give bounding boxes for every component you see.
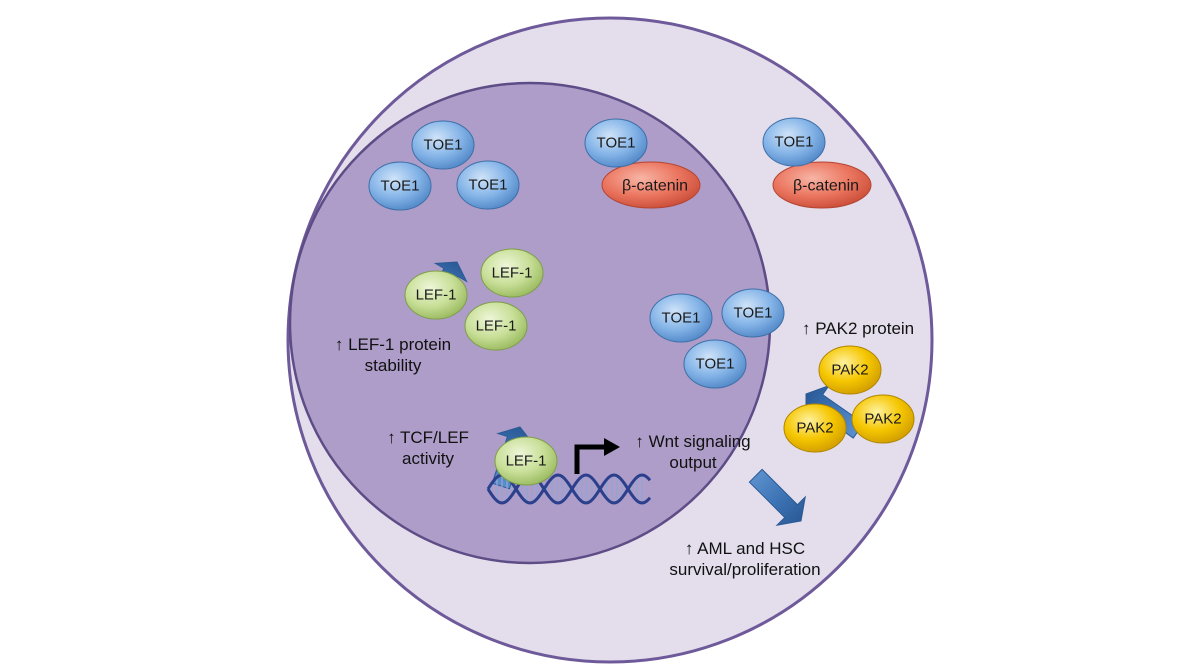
lef1-stability-label: ↑ LEF-1 protein stability (334, 335, 452, 375)
svg-text:LEF-1: LEF-1 (416, 287, 457, 304)
transcription-arrowhead (604, 438, 620, 456)
svg-text:PAK2: PAK2 (864, 411, 901, 428)
lef1-molecule: LEF-1 (480, 248, 544, 298)
beta-catenin-molecule: β-catenin (772, 161, 872, 209)
pak2-molecule: PAK2 (818, 345, 882, 395)
svg-text:PAK2: PAK2 (831, 362, 868, 379)
wnt-output-label: ↑ Wnt signaling output (635, 432, 751, 472)
toe1-molecule: TOE1 (649, 293, 713, 343)
transcription-start-arrow (574, 444, 606, 474)
svg-text:β-catenin: β-catenin (793, 178, 859, 195)
svg-text:LEF-1: LEF-1 (476, 318, 517, 335)
svg-text:TOE1: TOE1 (775, 134, 814, 151)
toe1-molecule: TOE1 (721, 288, 785, 338)
pak2-protein-label: ↑ PAK2 protein (802, 319, 915, 338)
toe1-molecule: TOE1 (762, 117, 826, 167)
toe1-molecule: TOE1 (368, 161, 432, 211)
toe1-molecule: TOE1 (683, 339, 747, 389)
svg-text:TOE1: TOE1 (597, 135, 636, 152)
toe1-molecule: TOE1 (584, 118, 648, 168)
svg-text:LEF-1: LEF-1 (492, 265, 533, 282)
tcf-lef-activity-label: ↑ TCF/LEF activity (387, 428, 469, 468)
svg-text:TOE1: TOE1 (662, 310, 701, 327)
pak2-molecule: PAK2 (851, 394, 915, 444)
aml-hsc-label: ↑ AML and HSC survival/proliferation (669, 539, 821, 579)
pak2-molecule: PAK2 (783, 403, 847, 453)
svg-text:TOE1: TOE1 (381, 178, 420, 195)
dna-strand (486, 473, 652, 505)
lef1-molecule: LEF-1 (404, 270, 468, 320)
svg-text:TOE1: TOE1 (734, 305, 773, 322)
lef1-molecule: LEF-1 (494, 436, 558, 486)
svg-text:TOE1: TOE1 (696, 356, 735, 373)
svg-text:TOE1: TOE1 (424, 137, 463, 154)
toe1-molecule: TOE1 (411, 120, 475, 170)
arrow-pak2-to-aml (748, 468, 807, 527)
svg-text:LEF-1: LEF-1 (506, 453, 547, 470)
svg-text:β-catenin: β-catenin (622, 178, 688, 195)
lef1-molecule: LEF-1 (464, 301, 528, 351)
beta-catenin-molecule: β-catenin (601, 161, 701, 209)
toe1-molecule: TOE1 (456, 160, 520, 210)
svg-text:PAK2: PAK2 (796, 420, 833, 437)
dna-helix (486, 473, 652, 505)
svg-text:TOE1: TOE1 (469, 177, 508, 194)
dna-strand (486, 473, 652, 505)
